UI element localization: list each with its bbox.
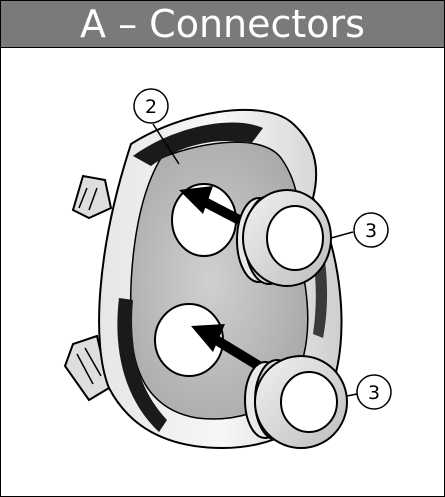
callout-3-lower: 3 [347, 375, 391, 409]
callout-label: 3 [368, 382, 380, 404]
callout-label: 2 [145, 96, 157, 118]
callout-3-upper: 3 [331, 213, 388, 247]
upper-headgear-clip [73, 176, 111, 218]
lower-connector [245, 356, 347, 448]
callout-label: 3 [365, 220, 377, 242]
section-title: A – Connectors [80, 1, 365, 47]
section-header: A – Connectors [1, 1, 444, 48]
upper-connector [237, 190, 331, 286]
mask-connectors-diagram: 2 3 3 [1, 48, 444, 496]
